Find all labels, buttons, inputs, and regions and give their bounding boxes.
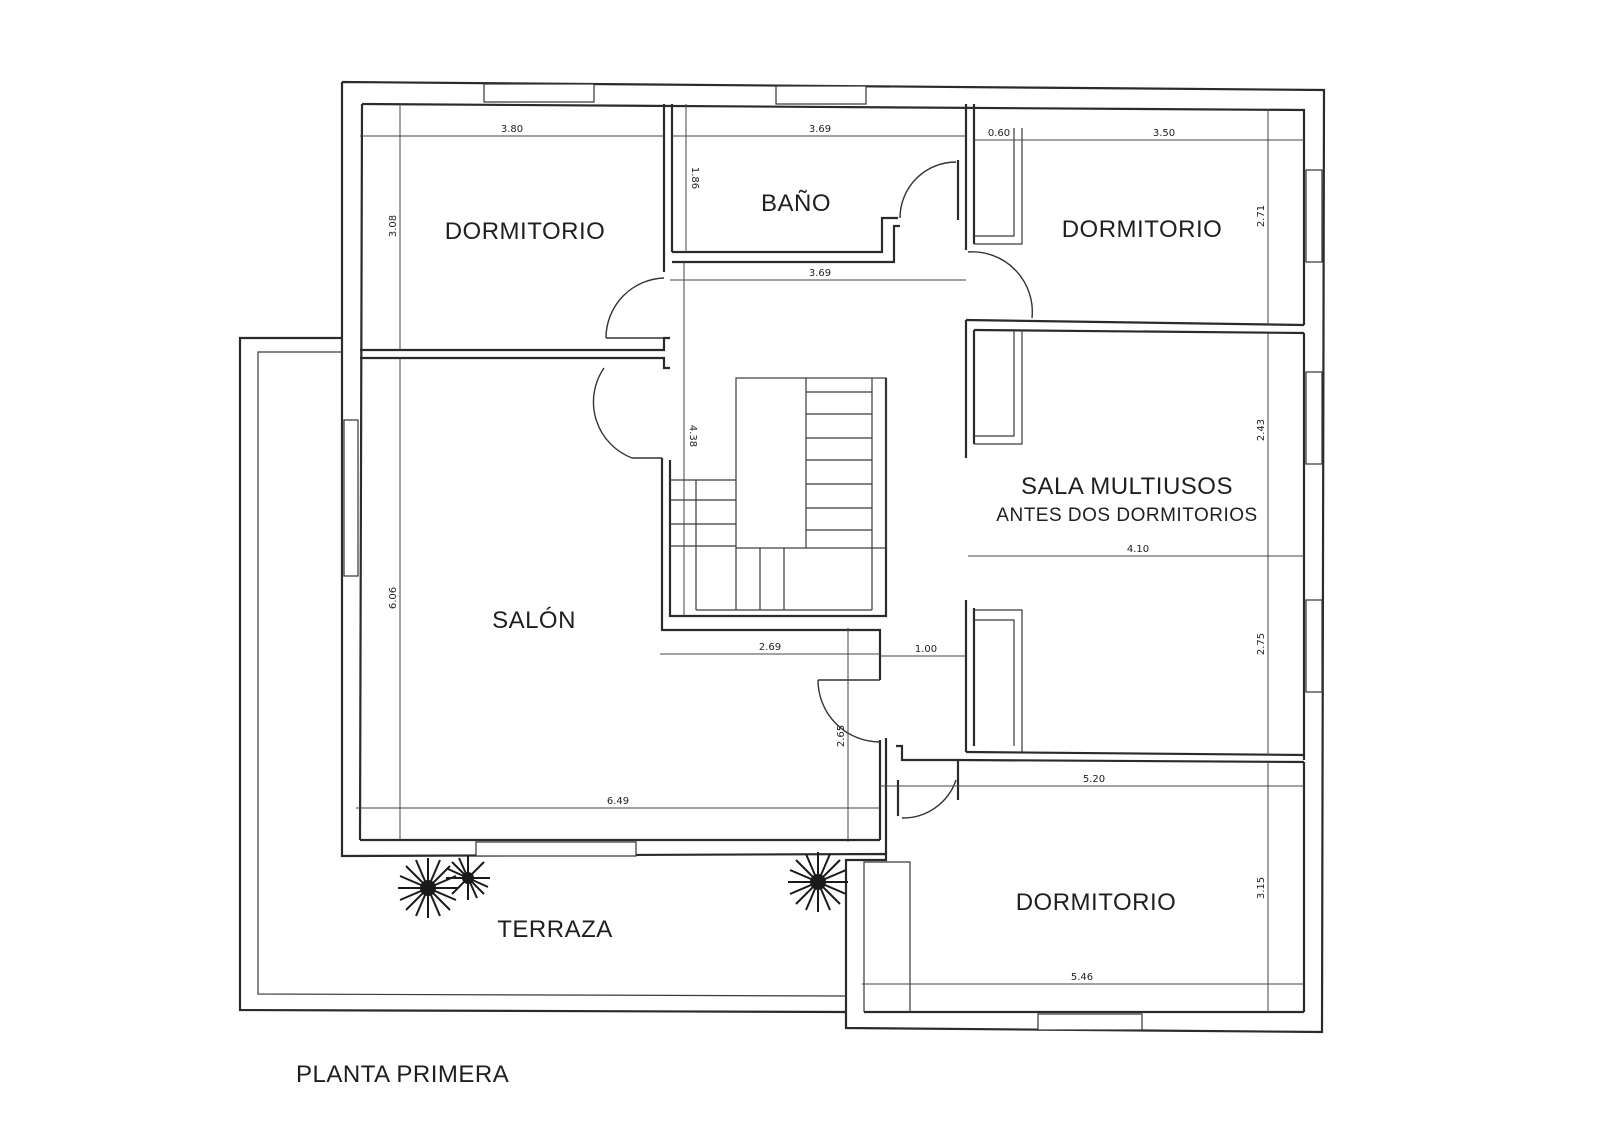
- dim-label: 0.60: [988, 128, 1010, 139]
- plan-title: PLANTA PRIMERA: [296, 1061, 509, 1088]
- dim-label: 2.75: [1256, 633, 1267, 655]
- room-labels: DORMITORIO BAÑO DORMITORIO SALA MULTIUSO…: [445, 190, 1257, 943]
- interior-walls: [360, 104, 1306, 1014]
- room-label-bano: BAÑO: [761, 190, 831, 217]
- room-label-dormitorio-nw: DORMITORIO: [445, 218, 606, 245]
- dim-label: 3.08: [388, 215, 399, 237]
- windows: [343, 83, 1323, 1031]
- plant-icon: [788, 852, 848, 912]
- dim-label: 1.00: [915, 644, 937, 655]
- dim-label: 6.06: [388, 587, 399, 609]
- dim-label: 2.71: [1256, 205, 1267, 227]
- dim-label: 3.15: [1256, 877, 1267, 899]
- room-label-sala-multiusos-note: ANTES DOS DORMITORIOS: [996, 505, 1257, 526]
- dim-label: 5.46: [1071, 972, 1093, 983]
- dimension-labels: 3.80 3.08 3.69 1.86 3.69 0.60 3.50 2.71 …: [388, 124, 1267, 983]
- dim-label: 3.69: [809, 268, 831, 279]
- dim-label: 4.38: [687, 425, 698, 447]
- dim-label: 3.69: [809, 124, 831, 135]
- dim-label: 2.43: [1256, 419, 1267, 441]
- staircase: [670, 377, 887, 611]
- dim-label: 2.65: [836, 725, 847, 747]
- room-label-dormitorio-se: DORMITORIO: [1016, 889, 1177, 916]
- dim-label: 2.69: [759, 642, 781, 653]
- room-label-salon: SALÓN: [492, 607, 576, 634]
- dim-label: 4.10: [1127, 544, 1149, 555]
- dim-label: 5.20: [1083, 774, 1105, 785]
- room-label-dormitorio-ne: DORMITORIO: [1062, 216, 1223, 243]
- dimension-lines: [356, 104, 1304, 1012]
- plant-icon: [398, 858, 458, 918]
- room-label-terraza: TERRAZA: [497, 916, 613, 943]
- room-label-sala-multiusos: SALA MULTIUSOS: [1021, 473, 1233, 500]
- dim-label: 3.80: [501, 124, 523, 135]
- dim-label: 3.50: [1153, 128, 1175, 139]
- plant-icon: [446, 856, 490, 900]
- doors: [592, 161, 1034, 819]
- dim-label: 6.49: [607, 796, 629, 807]
- dim-label: 1.86: [689, 167, 700, 189]
